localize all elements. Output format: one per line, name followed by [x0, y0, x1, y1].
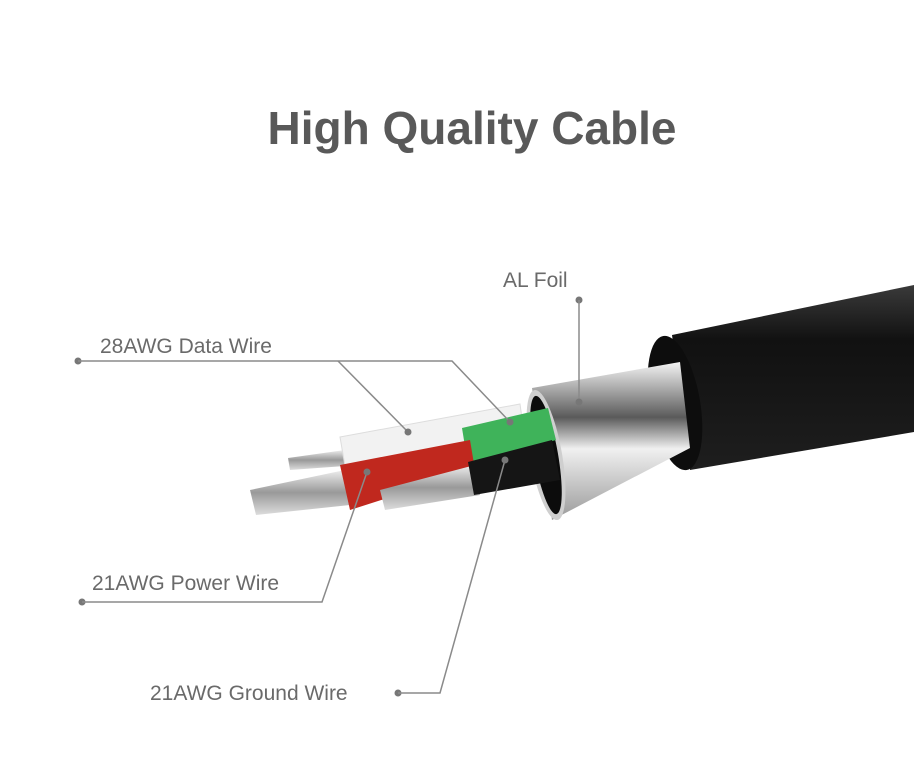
label-al-foil: AL Foil	[503, 269, 568, 292]
callout-dot	[363, 468, 371, 476]
label-ground-wire: 21AWG Ground Wire	[150, 682, 348, 705]
page-title: High Quality Cable	[268, 102, 677, 154]
callout-line	[398, 459, 506, 694]
callout-dot	[575, 398, 583, 406]
callout-line	[337, 360, 409, 433]
callout-dot	[404, 428, 412, 436]
callout-line	[82, 471, 368, 603]
label-power-wire: 21AWG Power Wire	[92, 572, 279, 595]
green-data-wire	[462, 408, 556, 465]
red-power-wire	[250, 440, 475, 515]
white-data-wire	[288, 403, 526, 470]
label-data-wire: 28AWG Data Wire	[100, 335, 272, 358]
callout-line	[78, 360, 511, 423]
callout-dot	[501, 456, 509, 464]
callout-dot	[506, 418, 514, 426]
black-ground-wire	[380, 440, 560, 510]
